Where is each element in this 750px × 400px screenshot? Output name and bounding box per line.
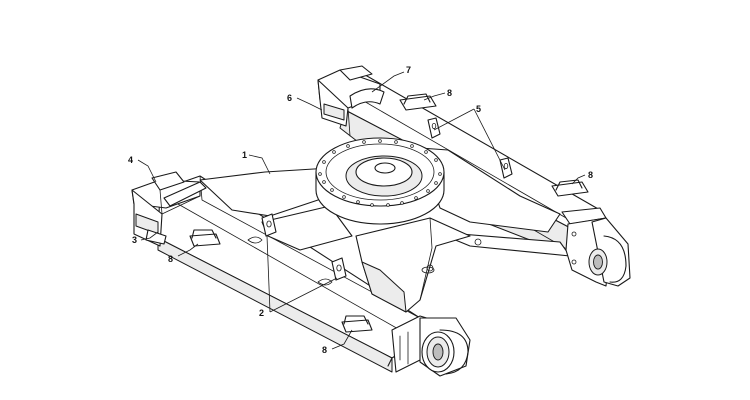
handle-front-left (189, 229, 221, 247)
ring-bolt-holes (318, 139, 442, 207)
front-member-cutout-1 (247, 236, 263, 244)
callout-6: 6 (287, 93, 292, 103)
slewing-ring (315, 137, 445, 225)
front-left-track-end (131, 171, 207, 247)
lifting-lug-front (261, 213, 277, 237)
front-right-sprocket-bracket (391, 315, 471, 377)
handle-rear-top (399, 93, 437, 111)
handle-front-bottom (341, 315, 373, 333)
handle-rear-right (551, 179, 589, 197)
lifting-lug-rear (331, 257, 347, 281)
rear-left-track-end (317, 65, 385, 137)
callout-4: 4 (128, 155, 133, 165)
callout-5: 5 (476, 104, 481, 114)
callout-7: 7 (406, 65, 411, 75)
leader-lines (137, 71, 586, 350)
callout-8-front-bottom: 8 (322, 345, 327, 355)
rear-member-lug-2 (499, 157, 513, 179)
front-member-cutout-2 (317, 278, 333, 286)
callout-2: 2 (259, 308, 264, 318)
rear-right-idler-bracket (561, 207, 631, 287)
callout-8-rear-right: 8 (588, 170, 593, 180)
cross-members (199, 147, 561, 313)
callout-3: 3 (132, 235, 137, 245)
callout-1: 1 (242, 150, 247, 160)
callout-8-rear-top: 8 (447, 88, 452, 98)
rear-member-lug-1 (427, 117, 441, 139)
callouts: 1 2 3 4 5 6 7 8 8 8 8 (128, 65, 593, 355)
callout-8-front-left: 8 (168, 254, 173, 264)
